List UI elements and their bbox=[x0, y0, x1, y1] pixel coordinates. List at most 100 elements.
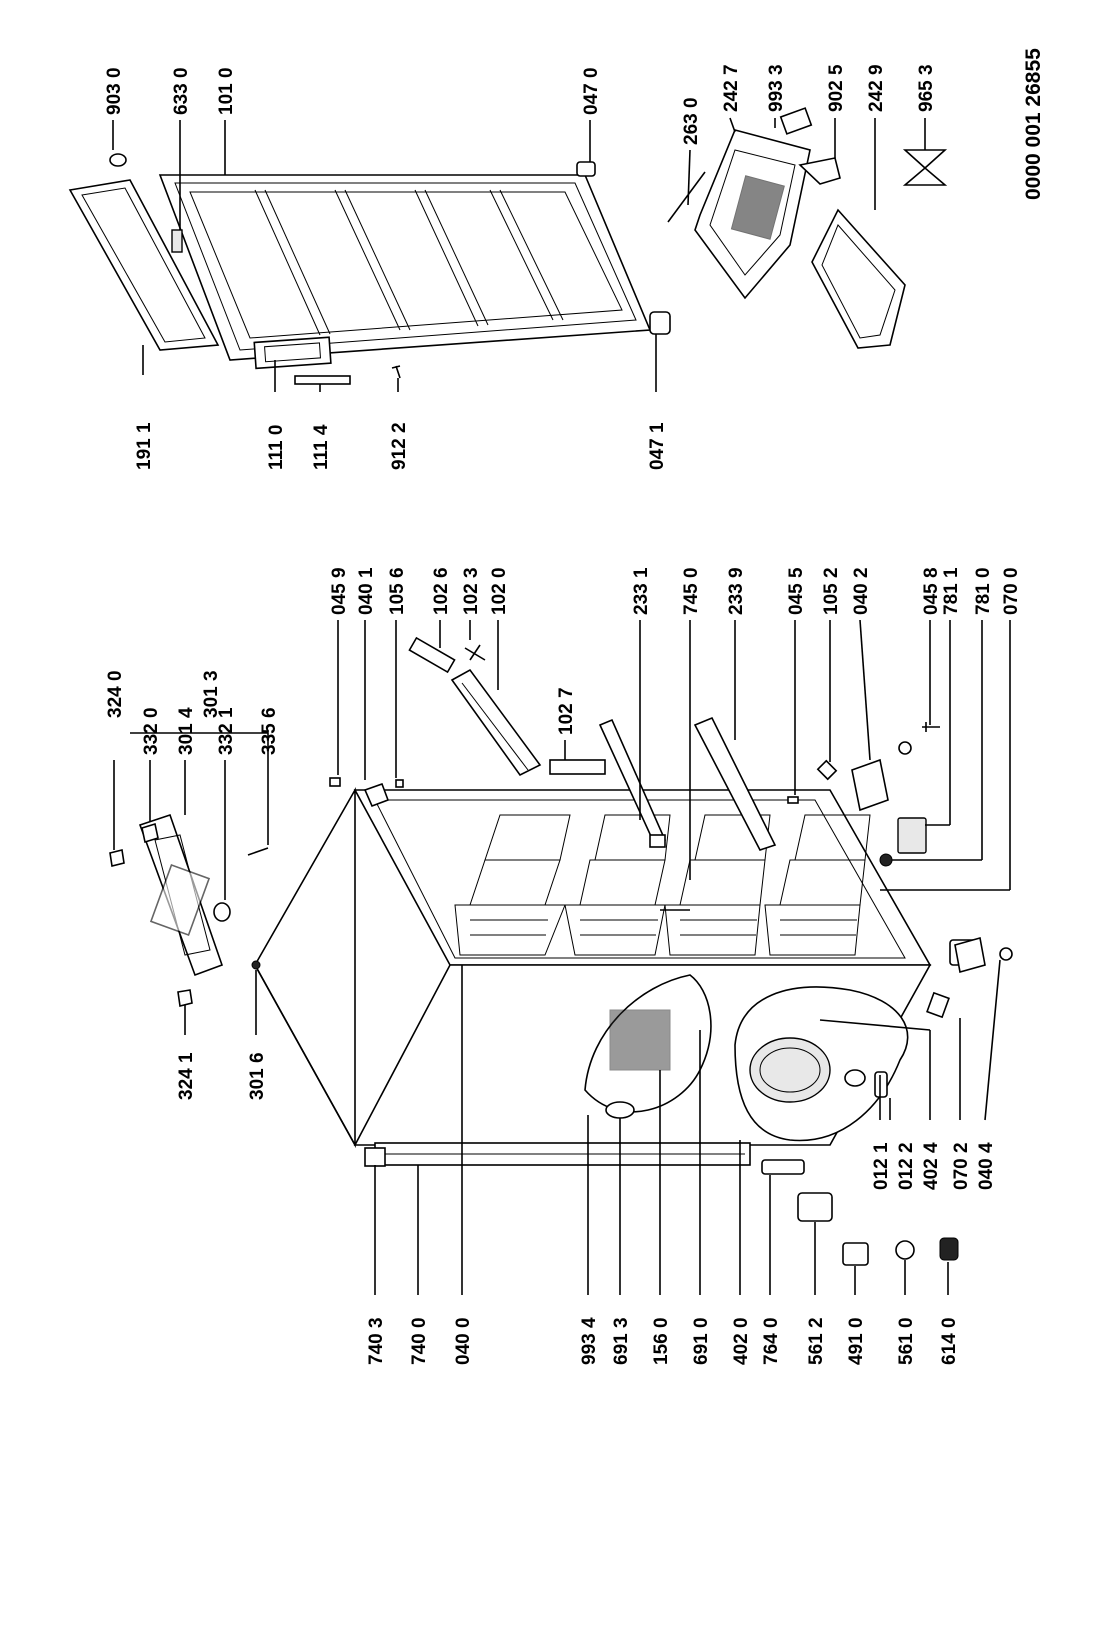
part-labels: 903 0 633 0 101 0 047 0 263 0 242 7 993 … bbox=[104, 48, 1045, 1365]
hinge-0402 bbox=[851, 741, 912, 812]
label-7450: 745 0 bbox=[681, 567, 702, 615]
drawer-bracket-9025 bbox=[798, 157, 841, 185]
bracket-1026 bbox=[408, 636, 456, 674]
cover-5612 bbox=[797, 1192, 833, 1222]
door-panel bbox=[158, 174, 652, 361]
label-0404: 040 4 bbox=[976, 1142, 997, 1190]
capacitor-5610 bbox=[895, 1240, 915, 1260]
plug-3016 bbox=[251, 960, 261, 970]
bracket-1027 bbox=[549, 759, 606, 775]
label-0702: 070 2 bbox=[951, 1142, 972, 1190]
label-0400: 040 0 bbox=[453, 1317, 474, 1365]
freezer-drawer-lower bbox=[811, 208, 906, 349]
shelf-grid-texture bbox=[470, 919, 857, 936]
top-cover-assembly bbox=[138, 813, 224, 977]
label-3240: 324 0 bbox=[105, 670, 126, 718]
label-0455: 045 5 bbox=[786, 567, 807, 615]
drawer-clip-9933 bbox=[779, 107, 813, 135]
document-number: 0000 001 26855 bbox=[1022, 48, 1045, 200]
label-3241: 324 1 bbox=[176, 1052, 197, 1100]
relay-4910 bbox=[842, 1242, 869, 1266]
label-6330: 633 0 bbox=[171, 67, 192, 115]
label-7810: 781 0 bbox=[973, 567, 994, 615]
evaporator-unit bbox=[584, 974, 712, 1119]
label-2429: 242 9 bbox=[866, 64, 887, 112]
label-1023: 102 3 bbox=[461, 567, 482, 615]
rail-2331 bbox=[598, 718, 667, 848]
label-3321: 332 1 bbox=[216, 707, 237, 755]
door-hinge-cover-top bbox=[576, 161, 596, 177]
clamp-6140 bbox=[939, 1237, 959, 1261]
lamp-3321 bbox=[213, 902, 231, 922]
handle-cover-strip bbox=[294, 375, 351, 385]
label-2331: 233 1 bbox=[631, 567, 652, 615]
label-9030: 903 0 bbox=[104, 67, 125, 115]
label-2427: 242 7 bbox=[721, 64, 742, 112]
door-cap-903 bbox=[109, 153, 127, 167]
label-9933: 993 3 bbox=[766, 64, 787, 112]
label-4910: 491 0 bbox=[846, 1317, 867, 1365]
label-6140: 614 0 bbox=[939, 1317, 960, 1365]
label-0458: 045 8 bbox=[921, 567, 942, 615]
compressor-compartment bbox=[734, 986, 909, 1142]
vent-grille-7811 bbox=[897, 817, 927, 854]
label-0459: 045 9 bbox=[329, 567, 350, 615]
freezer-drawer-upper bbox=[694, 129, 811, 300]
label-1027: 102 7 bbox=[556, 687, 577, 735]
label-4024: 402 4 bbox=[921, 1142, 942, 1190]
label-9653: 965 3 bbox=[916, 64, 937, 112]
drawer-front-strip bbox=[667, 171, 706, 223]
label-9122: 912 2 bbox=[389, 422, 410, 470]
label-1010: 101 0 bbox=[216, 67, 237, 115]
clip-3241 bbox=[177, 989, 193, 1007]
condenser-rear bbox=[364, 1142, 751, 1167]
label-1026: 102 6 bbox=[431, 567, 452, 615]
label-3014: 301 4 bbox=[176, 707, 197, 755]
door-gasket bbox=[68, 179, 220, 351]
support-1023 bbox=[464, 644, 486, 661]
rail-2339 bbox=[693, 716, 777, 851]
door-seal-strip bbox=[171, 229, 183, 253]
label-0402: 040 2 bbox=[851, 567, 872, 615]
label-2630: 263 0 bbox=[681, 97, 702, 145]
door-hinge-cover-bottom bbox=[649, 311, 671, 335]
label-2339: 233 9 bbox=[726, 567, 747, 615]
sensor-0459 bbox=[329, 777, 341, 787]
pin-0455 bbox=[787, 796, 799, 804]
door-screw bbox=[391, 365, 401, 379]
grommet-7810 bbox=[879, 853, 893, 867]
label-0122: 012 2 bbox=[896, 1142, 917, 1190]
label-4020: 402 0 bbox=[731, 1317, 752, 1365]
shelf-rail-1020 bbox=[450, 668, 542, 777]
label-5612: 561 2 bbox=[806, 1317, 827, 1365]
label-7640: 764 0 bbox=[761, 1317, 782, 1365]
label-1911: 191 1 bbox=[134, 422, 155, 470]
label-3013: 301 3 bbox=[201, 670, 222, 718]
label-1110: 111 0 bbox=[266, 425, 287, 470]
drain-012 bbox=[874, 1071, 888, 1098]
dryer-filter-7640 bbox=[761, 1159, 805, 1175]
label-7403: 740 3 bbox=[366, 1317, 387, 1365]
label-9934: 993 4 bbox=[579, 1317, 600, 1365]
label-5610: 561 0 bbox=[896, 1317, 917, 1365]
foot-9653 bbox=[902, 149, 948, 186]
door-handle bbox=[253, 336, 332, 370]
wire-3356 bbox=[247, 847, 269, 856]
label-1052: 105 2 bbox=[821, 567, 842, 615]
label-0470: 047 0 bbox=[581, 67, 602, 115]
hinge-0404 bbox=[954, 936, 986, 974]
label-3016: 301 6 bbox=[247, 1052, 268, 1100]
cap-1056 bbox=[395, 779, 404, 788]
screw-0458 bbox=[922, 722, 940, 732]
label-0401: 040 1 bbox=[356, 567, 377, 615]
label-6913: 691 3 bbox=[611, 1317, 632, 1365]
cover-plate-0702 bbox=[926, 991, 950, 1019]
label-1114: 111 4 bbox=[311, 424, 332, 470]
label-7811: 781 1 bbox=[941, 567, 962, 615]
label-7400: 740 0 bbox=[409, 1317, 430, 1365]
leader-lines bbox=[112, 117, 1011, 1295]
thermostat-knob-3240 bbox=[109, 849, 125, 867]
cap-1052 bbox=[816, 759, 838, 781]
knob-3320 bbox=[141, 822, 159, 844]
